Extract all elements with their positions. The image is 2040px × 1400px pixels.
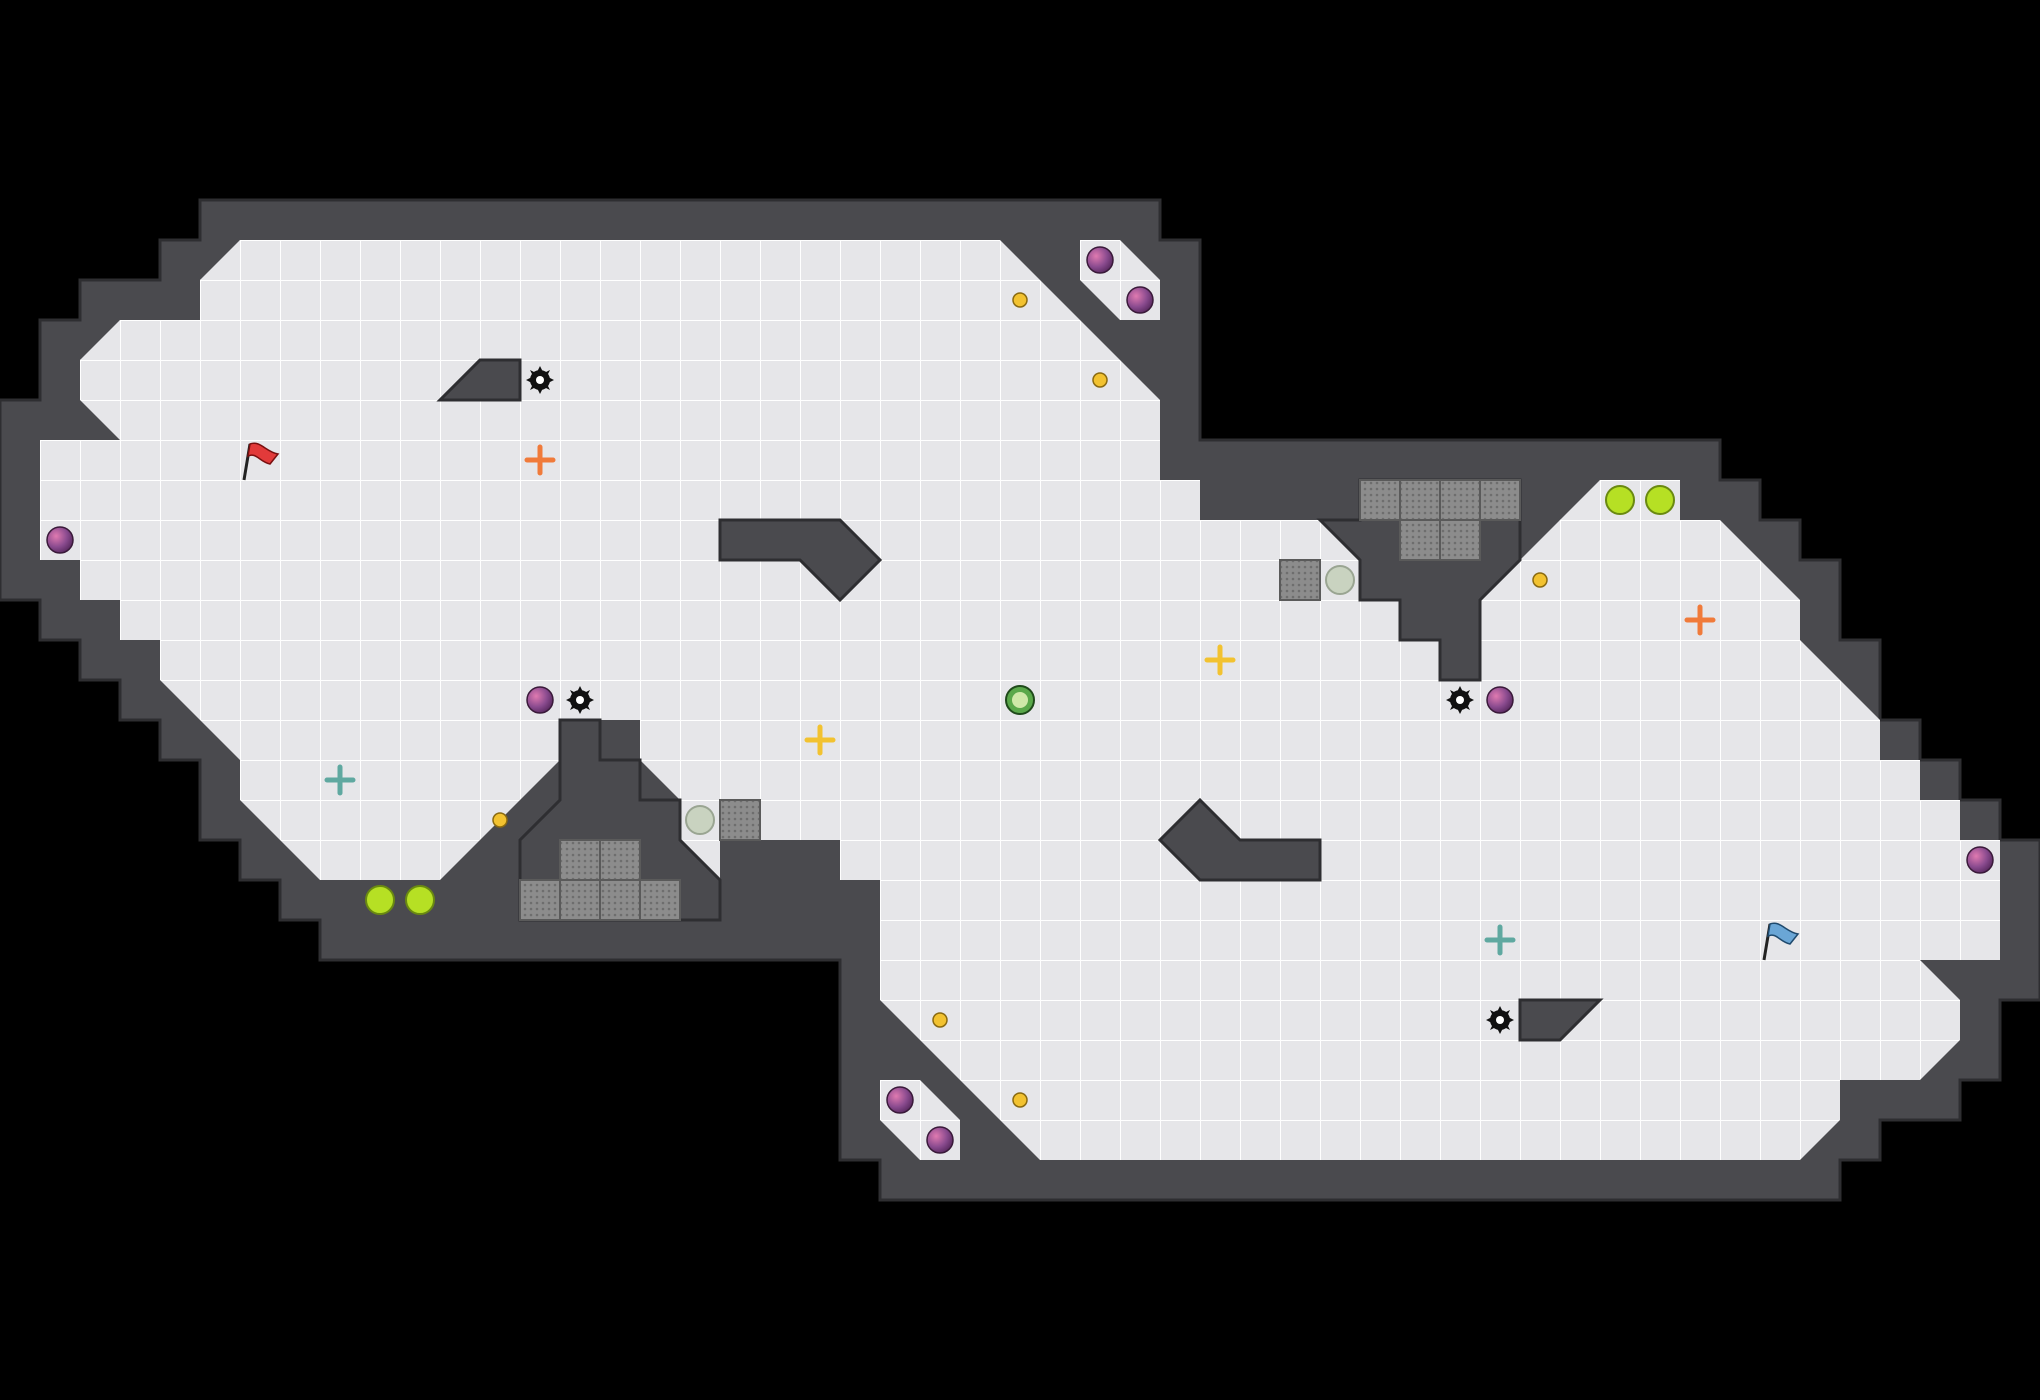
neutral-tile [1399, 479, 1441, 521]
powerups [365, 485, 1675, 915]
powerup-icon [1645, 485, 1675, 515]
neutral-tile [719, 799, 761, 841]
spikes [526, 366, 1514, 1034]
gate-icon [524, 444, 556, 476]
bomb-icon [1126, 286, 1154, 314]
portal-icon [1325, 565, 1355, 595]
neutral-tile [559, 879, 601, 921]
neutral-tile [639, 879, 681, 921]
bomb-icon [526, 686, 554, 714]
powerup-icon [1605, 485, 1635, 515]
boost-icon [932, 1012, 948, 1028]
spike-icon [1486, 1006, 1514, 1034]
player-ball-icon[interactable] [1005, 685, 1035, 715]
boost-icon [492, 812, 508, 828]
bomb-icon [1086, 246, 1114, 274]
neutral-tile [599, 839, 641, 881]
neutral-tile [1399, 519, 1441, 561]
neutral-tiles [519, 479, 1521, 921]
boosts [492, 292, 1548, 1108]
wall-center-hook [718, 518, 883, 603]
bomb-icon [1966, 846, 1994, 874]
spike-icon [566, 686, 594, 714]
obstacles [436, 358, 1604, 1042]
gate-icon [804, 724, 836, 756]
neutral-tile [1279, 559, 1321, 601]
blue-flag-icon [1762, 922, 1800, 961]
gate-icon [1684, 604, 1716, 636]
wall-center-hook-lower [1157, 797, 1322, 882]
neutral-tile [519, 879, 561, 921]
spike-icon [1446, 686, 1474, 714]
bomb-icon [46, 526, 74, 554]
gate-icon [1484, 924, 1516, 956]
bomb-icon [926, 1126, 954, 1154]
powerup-icon [405, 885, 435, 915]
neutral-tile [1479, 479, 1521, 521]
neutral-tile [1439, 519, 1481, 561]
neutral-tile [599, 879, 641, 921]
neutral-tile [559, 839, 601, 881]
boost-icon [1012, 1092, 1028, 1108]
gate-icon [324, 764, 356, 796]
powerup-icon [365, 885, 395, 915]
wall-slant-bottom-right [1518, 998, 1604, 1042]
boost-icon [1092, 372, 1108, 388]
boost-icon [1532, 572, 1548, 588]
gates [324, 444, 1716, 956]
boost-icon [1012, 292, 1028, 308]
bomb-icon [886, 1086, 914, 1114]
portal-icon [685, 805, 715, 835]
wall-slant-top-left [436, 358, 522, 402]
gate-icon [1204, 644, 1236, 676]
bomb-icon [1486, 686, 1514, 714]
red-flag-icon [242, 442, 280, 481]
portals [685, 565, 1355, 835]
spike-icon [526, 366, 554, 394]
neutral-tile [1439, 479, 1481, 521]
bombs [46, 246, 1994, 1154]
neutral-tile [1359, 479, 1401, 521]
